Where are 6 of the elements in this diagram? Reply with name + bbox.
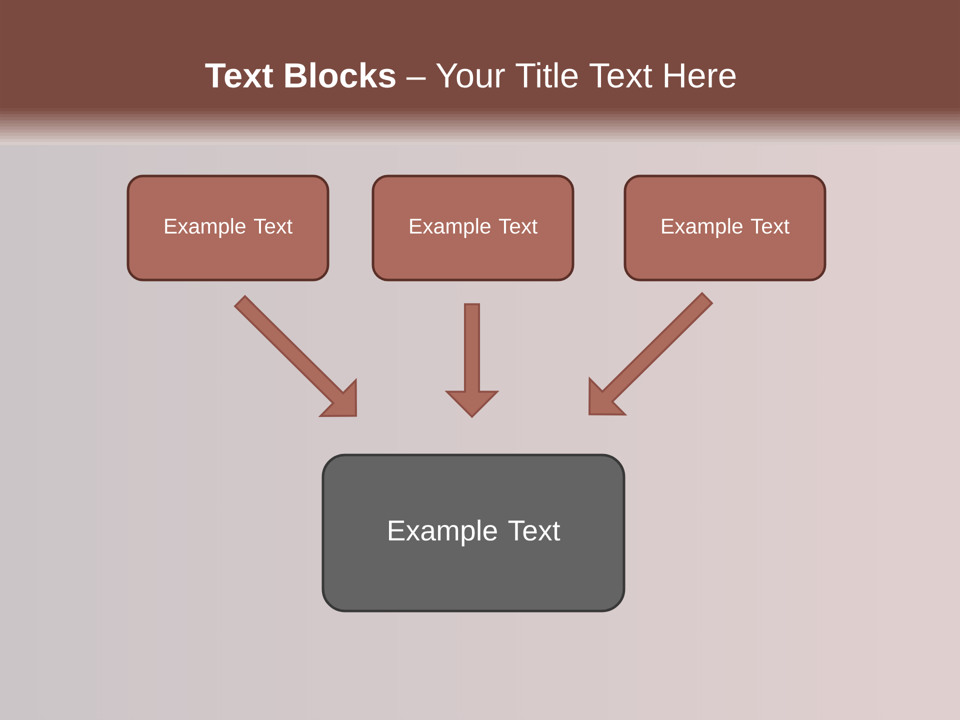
title: Text Blocks – Your Title Text Here <box>205 62 736 88</box>
block-arrow <box>444 303 500 418</box>
text-box: Example Text <box>372 174 574 282</box>
text-box: Example Text <box>126 174 330 282</box>
text-box: Example Text <box>624 174 826 282</box>
result-box: Example Text <box>322 454 626 612</box>
